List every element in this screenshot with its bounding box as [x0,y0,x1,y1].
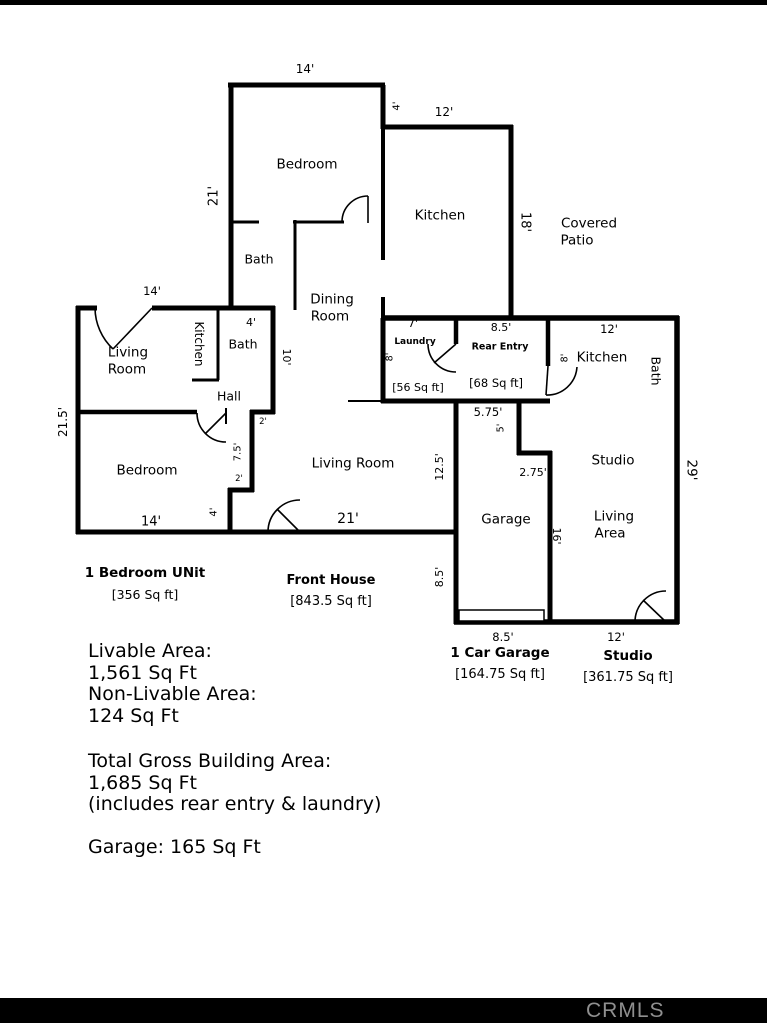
dim-29ft-studio: 29' [683,460,699,481]
watermark-crmls-logo: CRMLS [586,999,665,1022]
nonlivable-area-value: 124 Sq Ft [88,704,179,727]
room-studio: Studio [592,453,635,469]
total-area-summary: Total Gross Building Area: 1,685 Sq Ft (… [88,750,382,816]
room-left-living-line2: Room [108,362,146,378]
door-left-unit-bedroom-leaf [204,412,227,435]
door-studio-leaf [642,599,667,623]
room-rear-kitchen: Kitchen [577,350,628,366]
room-rear-bath: Bath [649,356,664,385]
dim-10ft-left-bath: 10' [280,348,293,365]
caption-front-house-area: [843.5 Sq ft] [290,594,372,609]
dim-14ft-upper-bedroom-top: 14' [296,62,315,76]
dim-4ft-left-bath: 4' [246,316,256,329]
room-left-bedroom: Bedroom [116,463,177,479]
area-rear-entry: [68 Sq ft] [469,376,523,390]
room-garage: Garage [481,512,530,528]
total-area-note: (includes rear entry & laundry) [88,793,382,815]
door-rear-kitchen-leaf [545,365,549,396]
room-front-living: Living Room [312,456,395,472]
dim-2ft-lower-jog: 2' [235,474,243,484]
top-border-bar [0,0,767,5]
door-left-unit-entry-leaf [112,307,153,350]
dim-14ft-left-unit-top: 14' [143,284,161,298]
dim-21ft-upper-left: 21' [207,186,222,206]
room-rear-entry: Rear Entry [472,341,530,352]
room-upper-bedroom: Bedroom [276,157,337,173]
dim-12ft-studio-bottom: 12' [607,630,625,644]
livable-area-summary: Livable Area: 1,561 Sq Ft Non-Livable Ar… [88,640,257,727]
dim-5-75ft: 5.75' [474,405,503,419]
room-left-kitchen: Kitchen [192,321,206,366]
dim-8ft-laundry: 8' [384,353,395,362]
room-left-bath: Bath [228,336,257,351]
dim-4ft-left-bottom-jog: 4' [209,507,220,516]
room-dining-line1: Dining [310,292,354,308]
dim-12ft-upper-kitchen: 12' [435,105,454,119]
caption-1-car-garage: 1 Car Garage [164.75 Sq ft] [414,645,586,682]
dim-21-5ft-left-unit: 21.5' [56,407,70,437]
dim-18ft-kitchen-right: 18' [517,212,532,232]
caption-front-house: Front House [843.5 Sq ft] [245,573,417,609]
caption-front-house-name: Front House [286,573,376,588]
total-area-value: 1,685 Sq Ft [88,771,197,794]
room-dining-line2: Room [311,309,349,325]
caption-1-bedroom-unit: 1 Bedroom UNit [356 Sq ft] [59,565,231,602]
caption-1-car-garage-name: 1 Car Garage [450,645,550,661]
room-covered-patio-line1: Covered [561,216,617,232]
caption-1-bedroom-unit-name: 1 Bedroom UNit [84,565,206,581]
room-covered-patio-line2: Patio [560,233,593,249]
dim-4ft-upper-step: 4' [392,101,403,110]
dim-8-5ft-garage-left: 8.5' [433,567,446,588]
dim-7ft-laundry: 7' [408,317,418,330]
door-upper-bedroom-arc [341,195,369,223]
dim-8ft-rear-kitchen: 8' [559,354,570,363]
room-studio-living-line1: Living [594,509,634,525]
caption-studio: Studio [361.75 Sq ft] [542,648,714,685]
door-laundry-arc [427,343,457,373]
door-left-unit-entry-arc [94,307,114,350]
garage-door [458,609,545,622]
room-studio-living-line2: Area [594,526,625,542]
room-upper-kitchen: Kitchen [415,208,466,224]
dim-12-5ft: 12.5' [433,453,446,481]
dim-8-5ft-garage-bottom: 8.5' [492,630,513,644]
livable-area-label: Livable Area: [88,640,212,662]
caption-studio-area: [361.75 Sq ft] [583,670,673,685]
dim-8-5ft-rear-entry: 8.5' [491,321,512,334]
door-front-house-leaf [276,508,301,533]
dim-16ft-garage: 16' [550,527,563,544]
caption-studio-name: Studio [603,648,653,664]
dim-2-75ft: 2.75' [519,466,547,479]
dim-21ft-front-living: 21' [337,511,359,527]
room-laundry: Laundry [394,337,436,347]
dim-14ft-left-unit-bottom: 14' [141,515,161,530]
dim-5ft: 5' [495,424,506,433]
nonlivable-area-label: Non-Livable Area: [88,683,257,705]
dim-7-5ft-jog: 7.5' [233,443,244,462]
caption-1-car-garage-area: [164.75 Sq ft] [455,667,545,682]
room-hall: Hall [217,388,241,403]
door-laundry-leaf [433,343,457,364]
garage-area-line: Garage: 165 Sq Ft [88,836,261,858]
livable-area-value: 1,561 Sq Ft [88,661,197,684]
room-upper-bath: Bath [244,251,273,266]
dim-12ft-rear-kitchen: 12' [600,322,618,336]
door-rear-kitchen-arc [545,366,578,396]
watermark-bar: CRMLS [0,998,767,1023]
caption-1-bedroom-unit-area: [356 Sq ft] [111,587,179,602]
total-area-label: Total Gross Building Area: [88,750,332,772]
garage-area-summary: Garage: 165 Sq Ft [88,836,261,859]
area-laundry: [56 Sq ft] [392,381,444,394]
room-left-living-line1: Living [108,345,148,361]
dim-2ft-upper-jog: 2' [259,417,267,427]
